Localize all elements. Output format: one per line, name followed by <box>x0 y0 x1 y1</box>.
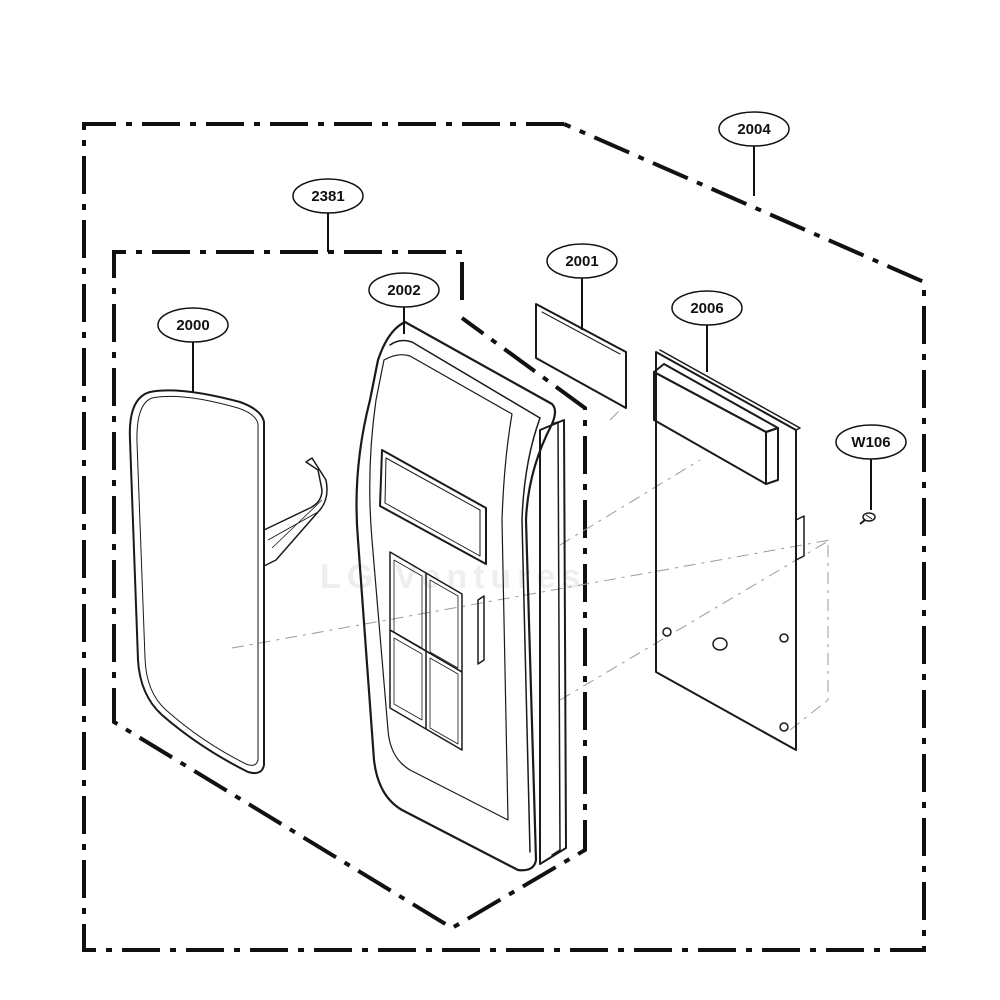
callout-2000-label: 2000 <box>176 317 209 334</box>
callout-2002-label: 2002 <box>387 282 420 299</box>
callout-w106: W106 <box>835 424 907 460</box>
callout-2004: 2004 <box>718 111 790 147</box>
keypad-grid <box>389 551 463 751</box>
watermark: LG Ventures <box>320 558 586 596</box>
display-window-part-2001 <box>535 303 627 409</box>
callout-2006-label: 2006 <box>690 300 723 317</box>
assembly-2004-boundary <box>82 122 926 952</box>
callout-2001: 2001 <box>546 243 618 279</box>
window-sheet-part-2000 <box>128 389 328 775</box>
callout-2381-label: 2381 <box>311 188 344 205</box>
control-panel-part-2002 <box>355 320 567 872</box>
callout-2004-label: 2004 <box>737 121 771 138</box>
pcb-board-part-2006 <box>653 349 805 751</box>
callout-2002: 2002 <box>368 272 440 308</box>
callout-2381: 2381 <box>292 178 364 214</box>
callout-w106-label: W106 <box>851 434 890 451</box>
screw-part-w106 <box>859 512 876 525</box>
callout-2006: 2006 <box>671 290 743 326</box>
callout-2000: 2000 <box>157 307 229 343</box>
callout-2001-label: 2001 <box>565 253 598 270</box>
